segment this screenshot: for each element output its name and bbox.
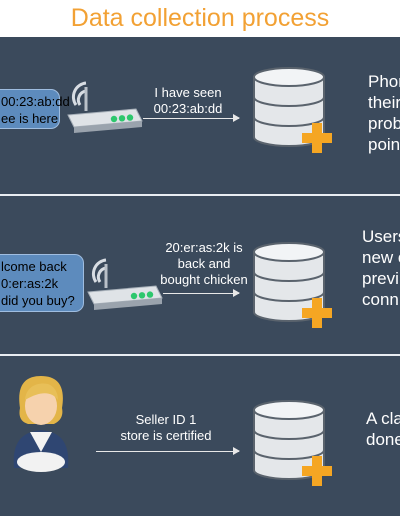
wireless-router-icon (67, 81, 143, 133)
message-line: 20:er:as:2k is (165, 240, 243, 255)
message-label: Seller ID 1 store is certified (110, 412, 222, 444)
bubble-line: 0:er:as:2k (1, 276, 59, 291)
bubble-line: did you buy? (1, 293, 75, 308)
message-line: store is certified (120, 428, 212, 443)
side-line: new c (362, 248, 400, 267)
seller-person-icon (13, 376, 69, 472)
message-line: back and (177, 256, 231, 271)
database-add-icon (253, 242, 332, 328)
message-line: I have seen (154, 85, 222, 100)
database-add-icon (253, 400, 332, 486)
row-probe-request: 00:23:ab:dd ee is here I have seen 00:23… (0, 37, 400, 194)
database-add-icon (253, 67, 332, 153)
wireless-router-icon (87, 258, 163, 310)
message-label: I have seen 00:23:ab:dd (146, 85, 230, 117)
side-description: Users new c previ conn (362, 226, 400, 310)
side-description: Phor their prob poin (368, 71, 400, 155)
arrow-to-database (96, 447, 240, 455)
arrow-to-database (163, 289, 240, 297)
message-line: Seller ID 1 (135, 412, 197, 427)
title-bar: Data collection process (0, 0, 400, 37)
side-line: prob (368, 114, 400, 133)
side-line: done (366, 430, 400, 449)
row-returning-device: lcome back 0:er:as:2k did you buy? 20:er… (0, 196, 400, 354)
section-divider (0, 194, 400, 196)
side-line: Phor (368, 72, 400, 91)
page-title: Data collection process (70, 4, 330, 32)
message-label: 20:er:as:2k is back and bought chicken (156, 240, 252, 288)
bubble-line: lcome back (1, 259, 67, 274)
side-line: Users (362, 227, 400, 246)
row-seller-certification: Seller ID 1 store is certified A cla don… (0, 356, 400, 516)
side-line: conn (362, 290, 399, 309)
side-line: A cla (366, 409, 400, 428)
bubble-line: 00:23:ab:dd (1, 94, 70, 109)
message-line: bought chicken (160, 272, 248, 287)
side-line: previ (362, 269, 399, 288)
section-divider (0, 354, 400, 356)
side-description: A cla done (366, 408, 400, 450)
message-line: 00:23:ab:dd (153, 101, 223, 116)
side-line: their (368, 93, 400, 112)
device-speech-bubble: lcome back 0:er:as:2k did you buy? (0, 254, 84, 312)
bubble-line: ee is here (1, 111, 59, 126)
arrow-to-database (143, 114, 240, 122)
device-speech-bubble: 00:23:ab:dd ee is here (0, 89, 70, 129)
side-line: poin (368, 135, 400, 154)
